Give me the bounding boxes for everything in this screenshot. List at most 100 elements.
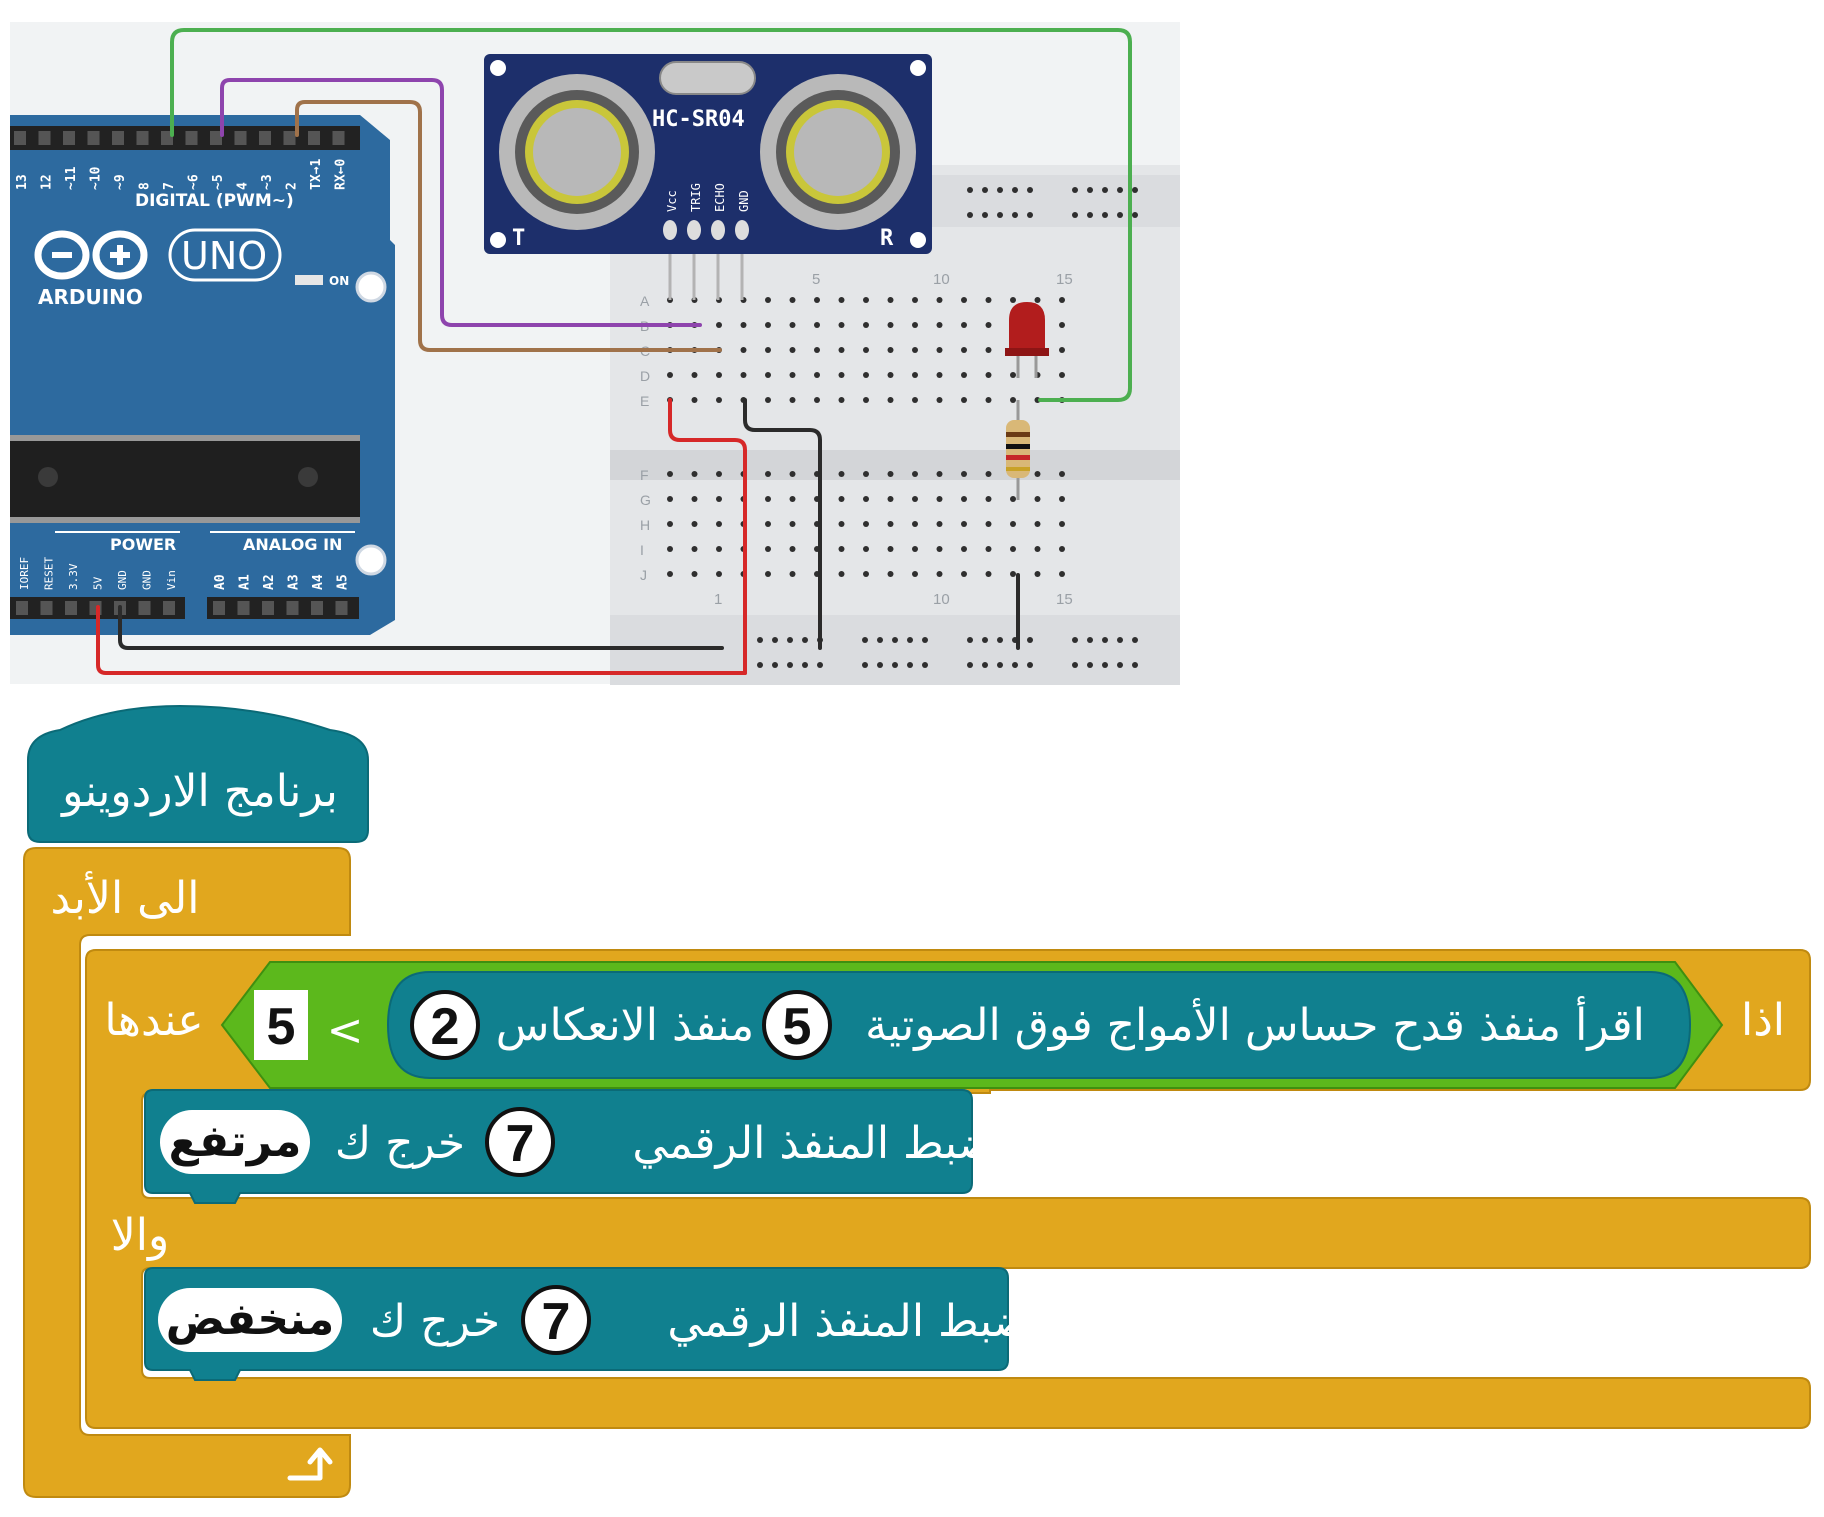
rail-hole xyxy=(1012,187,1018,193)
wire-green xyxy=(170,28,1132,402)
header-pin xyxy=(286,601,299,615)
analog-pin-label: A0 xyxy=(213,574,228,590)
rail-hole xyxy=(997,662,1003,668)
rail-hole xyxy=(1012,662,1018,668)
digital-pin-label: 4 xyxy=(236,182,251,190)
set-digital-pin-high-block[interactable]: اضبط المنفذ الرقمي 7 خرج ك مرتفع xyxy=(144,1089,1008,1204)
bb-hole xyxy=(667,546,673,552)
trigger-pin-field[interactable] xyxy=(762,990,832,1060)
bb-hole xyxy=(887,471,894,477)
bb-hole xyxy=(1059,521,1065,527)
loop-arrow-icon xyxy=(287,1447,333,1481)
header-pin xyxy=(283,131,296,145)
bb-hole xyxy=(912,397,918,403)
rail-hole xyxy=(1132,187,1138,193)
digital-pwm-label: DIGITAL (PWM~) xyxy=(135,191,294,211)
high-value-label: مرتفع xyxy=(169,1116,302,1167)
digital-pin-label: 7 xyxy=(162,182,177,190)
set-digital-pin-low-block[interactable]: اضبط المنفذ الرقمي 7 خرج ك منخفض xyxy=(144,1267,1043,1381)
rail-hole xyxy=(817,662,823,668)
pin-field-low[interactable] xyxy=(521,1285,591,1355)
bb-hole xyxy=(789,297,796,303)
high-value-field[interactable] xyxy=(160,1110,310,1174)
set-pin-text-low: اضبط المنفذ الرقمي xyxy=(667,1296,1042,1347)
bb-hole xyxy=(912,372,918,378)
sensor-pin-vcc: Vcc xyxy=(665,190,679,212)
ultrasonic-read-block[interactable]: اقرأ منفذ قدح حساس الأمواج فوق الصوتية 5… xyxy=(386,971,1692,1079)
mount-hole-bottom xyxy=(355,544,387,576)
bb-col-10-bottom: 10 xyxy=(933,591,950,608)
bb-hole xyxy=(863,347,869,353)
sensor-pin-echo: ECHO xyxy=(713,183,727,212)
bb-hole xyxy=(765,471,771,477)
bb-hole xyxy=(716,521,722,527)
bb-hole xyxy=(912,297,918,303)
bb-hole xyxy=(1059,347,1065,353)
bb-hole xyxy=(936,521,943,527)
bb-hole xyxy=(985,322,992,328)
bb-hole xyxy=(765,372,771,378)
rail-hole xyxy=(1087,187,1093,193)
rail-hole xyxy=(997,187,1003,193)
bb-hole xyxy=(1010,496,1016,502)
rail-hole xyxy=(1132,637,1138,643)
rail-hole xyxy=(982,187,988,193)
wire-black-gnd xyxy=(118,605,724,650)
bb-hole xyxy=(765,546,771,552)
bb-hole xyxy=(985,521,992,527)
forever-loop-block[interactable]: الى الأبد xyxy=(23,847,351,1498)
hc-sr04-sensor: HC-SR04 T R Vcc TRIG ECHO GND xyxy=(484,54,932,300)
forever-label: الى الأبد xyxy=(51,870,200,924)
bb-hole xyxy=(765,397,771,403)
power-pin-label: RESET xyxy=(43,557,56,590)
bb-hole xyxy=(716,471,722,477)
sensor-t-mark: T xyxy=(512,226,525,251)
compare-value-field[interactable] xyxy=(254,990,308,1060)
bb-hole xyxy=(716,546,722,552)
echo-pin-field[interactable] xyxy=(410,990,480,1060)
bb-hole xyxy=(1034,297,1041,303)
rail-hole xyxy=(1117,212,1123,218)
arduino-brand-text: ARDUINO xyxy=(38,285,143,309)
bb-hole xyxy=(1010,397,1016,403)
bb-hole xyxy=(961,372,967,378)
bb-hole xyxy=(863,496,869,502)
arduino-program-hat-block[interactable]: برنامج الاردوينو xyxy=(27,704,369,843)
digital-pin-label: ~10 xyxy=(89,166,104,190)
bb-hole xyxy=(985,471,992,477)
digital-pin-label: 2 xyxy=(285,182,300,190)
bb-hole xyxy=(1059,297,1065,303)
header-pin xyxy=(259,131,271,145)
low-value-field[interactable] xyxy=(158,1288,342,1352)
bb-hole xyxy=(961,521,967,527)
rail-hole xyxy=(1117,187,1123,193)
bb-hole xyxy=(863,322,869,328)
bb-hole xyxy=(985,496,992,502)
bb-col-10-top: 10 xyxy=(933,271,950,288)
rail-hole xyxy=(922,662,928,668)
resistor xyxy=(1006,400,1030,500)
bb-hole xyxy=(887,496,894,502)
out-text-high: خرج ك xyxy=(335,1118,465,1169)
bb-hole xyxy=(985,397,992,403)
rail-hole xyxy=(982,662,988,668)
bb-hole xyxy=(863,397,869,403)
bb-hole xyxy=(838,297,845,303)
bb-hole xyxy=(936,471,943,477)
bb-hole xyxy=(1034,496,1041,502)
rail-hole xyxy=(997,212,1003,218)
rail-hole xyxy=(787,637,793,643)
pin-field-high[interactable] xyxy=(485,1107,555,1177)
digital-pin-label: TX→1 xyxy=(309,159,324,190)
bb-row-j: J xyxy=(640,567,647,583)
rail-hole xyxy=(862,637,868,643)
bb-hole xyxy=(691,521,698,527)
bb-hole xyxy=(961,546,967,552)
rail-hole xyxy=(1132,212,1138,218)
rail-hole xyxy=(1072,637,1078,643)
bb-hole xyxy=(961,471,967,477)
analog-pin-label: A3 xyxy=(287,574,302,590)
bb-hole xyxy=(1059,546,1065,552)
bb-hole xyxy=(789,372,796,378)
bb-hole xyxy=(1034,571,1041,577)
